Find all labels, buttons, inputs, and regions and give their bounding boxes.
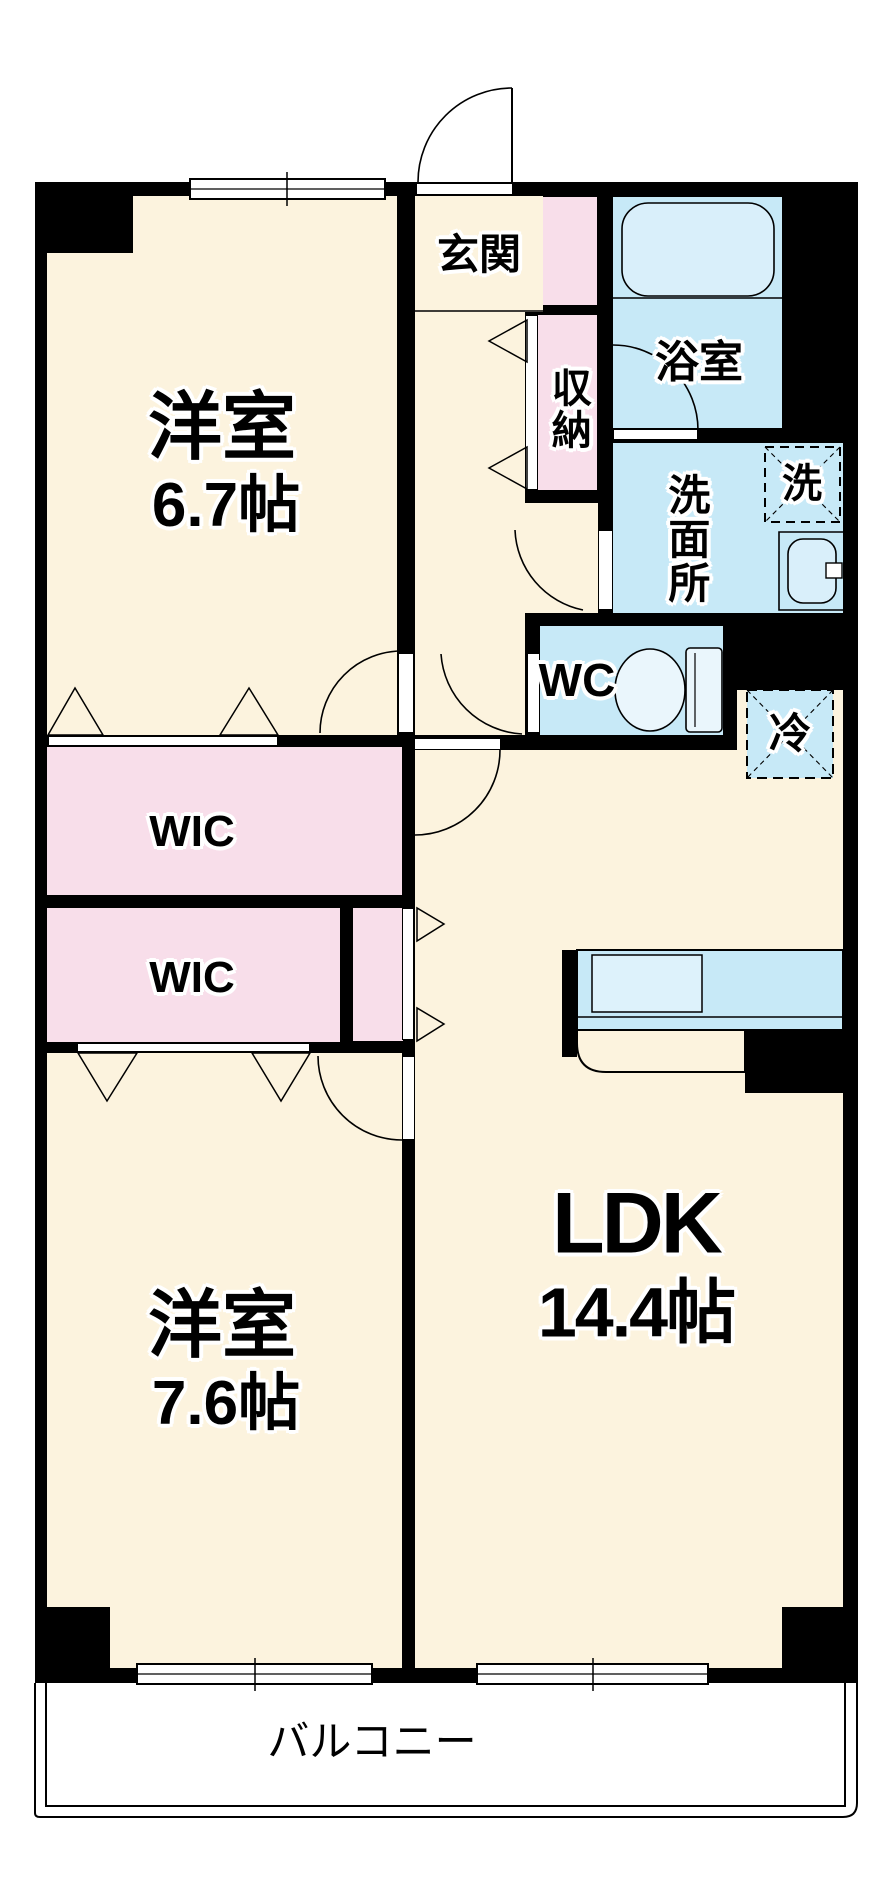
hallway-floor-upper	[415, 312, 525, 735]
window-bottom-right	[476, 1658, 709, 1691]
bathroom-label: 浴室	[655, 338, 743, 388]
storage-fold-triangle	[487, 318, 528, 364]
storage-label: 収納	[545, 367, 590, 451]
wic-lower-folding-strip	[402, 908, 414, 1040]
room-storage-floor	[538, 315, 597, 490]
storage-folding-strip	[525, 315, 538, 490]
pillar-top-left	[35, 182, 133, 253]
entrance-door-opening	[417, 184, 512, 194]
bedroom2-name-label: 洋室	[148, 1283, 296, 1367]
wic-lower-fold-triangle	[416, 906, 446, 943]
room-wic-lower-floor	[47, 908, 340, 1042]
bedroom2-door-swing-arc	[317, 1055, 403, 1141]
entrance-label: 玄関	[436, 231, 522, 279]
bathtub	[621, 202, 775, 297]
wic-lower-bottom-triangle	[250, 1052, 312, 1103]
washing-machine-label: 洗	[782, 462, 822, 507]
room-ldk-floor	[415, 750, 843, 1668]
ldk-door-opening	[415, 739, 500, 749]
ldk-door-swing-arc	[414, 749, 501, 836]
kitchen-counter-front	[576, 1029, 746, 1073]
wic-lower-bottom-opening	[78, 1044, 309, 1051]
pillar-bottom-right	[782, 1607, 858, 1683]
bedroom1-closet-triangle	[46, 686, 105, 736]
room-entrance-floor	[415, 196, 543, 312]
refrigerator-label: 冷	[768, 710, 812, 758]
bedroom1-size-label: 6.7帖	[151, 470, 301, 540]
ldk-name-label: LDK	[552, 1175, 723, 1272]
wc-door-opening	[528, 654, 539, 732]
bedroom1-closet-triangle	[218, 686, 280, 736]
wic-lower-fold-triangle	[416, 1006, 446, 1043]
bedroom1-closet-opening	[49, 737, 277, 745]
bathroom-door-opening	[614, 430, 697, 439]
vanity-outline	[778, 531, 843, 611]
toilet-icon	[614, 647, 723, 733]
bedroom2-door-opening	[403, 1057, 414, 1139]
wall-block-top-right	[782, 183, 858, 440]
balcony-parapet	[34, 1683, 858, 1818]
wall-block-mid-right	[723, 613, 858, 690]
pillar-bottom-left	[35, 1607, 110, 1683]
room-wic-lower-side-floor	[353, 908, 403, 1041]
folding-door-marks	[46, 318, 528, 1103]
washroom-door-opening	[599, 531, 612, 609]
kitchen-counter	[576, 949, 844, 1073]
kitchen-sink	[591, 954, 703, 1013]
bedroom2-size-label: 7.6帖	[151, 1368, 301, 1438]
balcony-label: バルコニー	[267, 1718, 477, 1766]
shoe-cabinet	[543, 197, 597, 305]
kitchen-pillar	[562, 950, 577, 1057]
window-top	[189, 172, 386, 206]
wc-door-swing-arc	[440, 653, 523, 735]
wic-lower-label: WIC	[149, 953, 235, 1003]
bathroom-door-swing-arc	[612, 344, 699, 431]
storage-fold-triangle	[487, 445, 528, 491]
washroom-door-swing-arc	[514, 529, 584, 611]
room-bedroom2-floor	[47, 1053, 402, 1668]
washing-machine-box	[764, 446, 841, 523]
refrigerator-box	[746, 689, 834, 779]
bedroom1-door-opening	[399, 654, 413, 732]
hallway-floor-washroom-nook	[525, 503, 598, 613]
basin-faucet	[825, 562, 843, 579]
bedroom1-door-swing-arc	[319, 650, 403, 734]
wall-column-wc-right	[723, 690, 737, 750]
wic-lower-bottom-triangle	[76, 1052, 139, 1103]
room-bedroom1-floor	[47, 196, 397, 735]
room-wic-upper-floor	[47, 747, 402, 895]
kitchen-wall-block	[745, 1030, 843, 1093]
ldk-size-label: 14.4帖	[537, 1273, 736, 1352]
window-bottom-left	[136, 1658, 373, 1691]
wic-upper-label: WIC	[149, 807, 235, 857]
wc-label: WC	[538, 654, 616, 707]
bedroom1-name-label: 洋室	[148, 385, 296, 469]
washroom-label: 洗面所	[662, 473, 710, 605]
entrance-door-swing-arc	[417, 87, 513, 183]
